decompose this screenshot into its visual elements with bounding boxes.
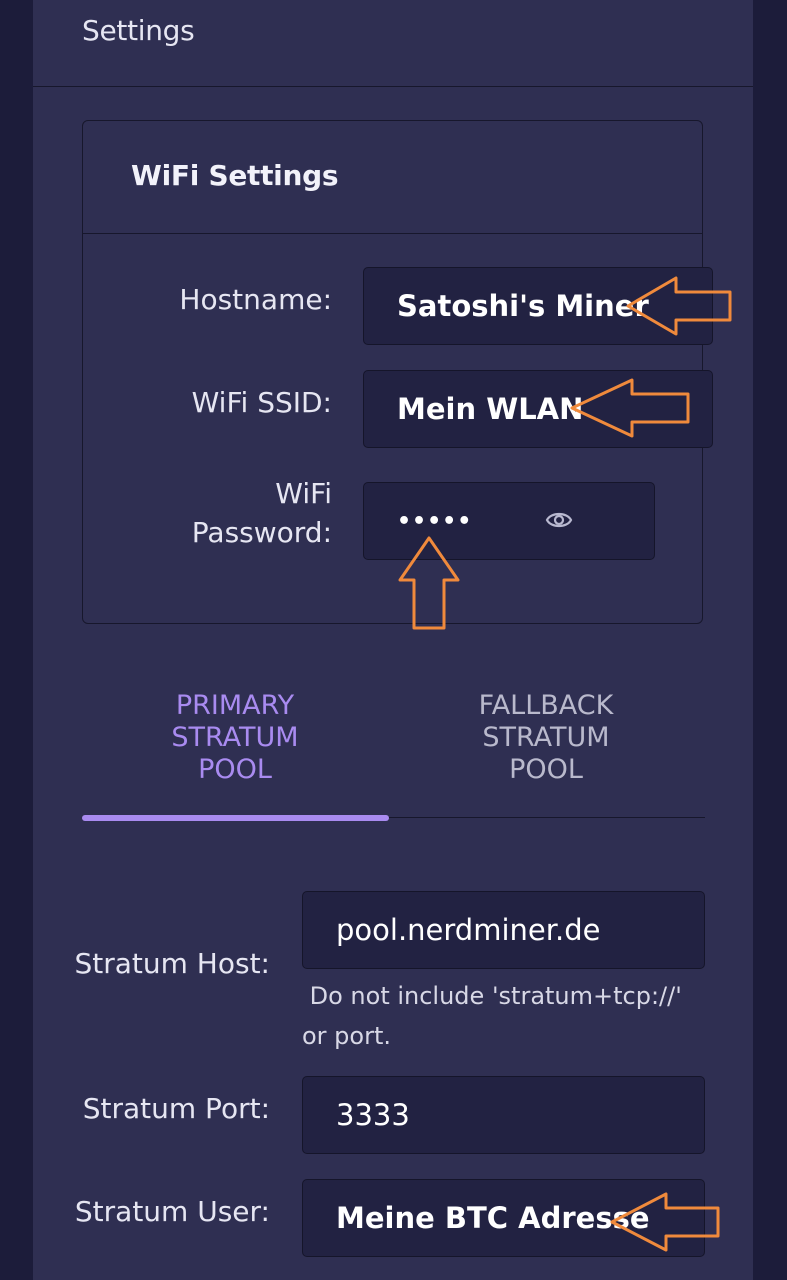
eye-icon[interactable] [545, 508, 573, 532]
tab-active-indicator [82, 815, 389, 821]
tab-fallback-line1: FALLBACK [478, 690, 614, 721]
page-title: Settings [82, 14, 195, 47]
tab-fallback-stratum-pool[interactable]: FALLBACK STRATUM POOL [393, 690, 699, 786]
stratum-host-hint-line2: or port. [302, 1022, 392, 1050]
stratum-host-hint-line1: Do not include 'stratum+tcp://' [302, 982, 682, 1010]
arrow-annotation-icon [570, 378, 690, 438]
wifi-password-value: ••••• [397, 508, 473, 534]
tab-fallback-line3: POOL [509, 754, 583, 785]
stratum-user-input[interactable]: Meine BTC Adresse [302, 1179, 705, 1257]
tab-primary-line2: STRATUM [171, 722, 299, 753]
wifi-ssid-input[interactable]: Mein WLAN [363, 370, 713, 448]
settings-panel [33, 0, 753, 1280]
stratum-host-input[interactable]: pool.nerdminer.de [302, 891, 705, 969]
stratum-host-label: Stratum Host: [74, 947, 270, 980]
arrow-annotation-icon [610, 1192, 720, 1252]
tab-primary-stratum-pool[interactable]: PRIMARY STRATUM POOL [82, 690, 388, 786]
wifi-password-input[interactable]: ••••• [363, 482, 655, 560]
stratum-user-label: Stratum User: [74, 1195, 270, 1228]
stratum-port-label: Stratum Port: [82, 1092, 270, 1125]
tab-primary-line3: POOL [198, 754, 272, 785]
stratum-host-hint: Do not include 'stratum+tcp://' or port. [302, 976, 712, 1056]
wifi-password-label-line2: Password: [191, 516, 332, 549]
wifi-settings-title: WiFi Settings [131, 159, 339, 192]
header-divider [33, 86, 753, 87]
stratum-port-value: 3333 [336, 1098, 410, 1132]
stratum-port-input[interactable]: 3333 [302, 1076, 705, 1154]
arrow-annotation-icon [398, 536, 460, 630]
tab-divider [82, 817, 705, 818]
tab-primary-line1: PRIMARY [175, 690, 295, 721]
arrow-annotation-icon [626, 276, 732, 336]
stratum-host-value: pool.nerdminer.de [336, 913, 601, 947]
wifi-settings-header: WiFi Settings [83, 121, 702, 234]
hostname-label: Hostname: [179, 283, 332, 316]
hostname-input[interactable]: Satoshi's Miner [363, 267, 713, 345]
wifi-ssid-value: Mein WLAN [397, 392, 584, 426]
wifi-password-label-line1: WiFi [275, 477, 332, 510]
stratum-user-value: Meine BTC Adresse [336, 1201, 650, 1235]
tab-fallback-line2: STRATUM [482, 722, 610, 753]
hostname-value: Satoshi's Miner [397, 289, 649, 323]
wifi-ssid-label: WiFi SSID: [191, 386, 332, 419]
